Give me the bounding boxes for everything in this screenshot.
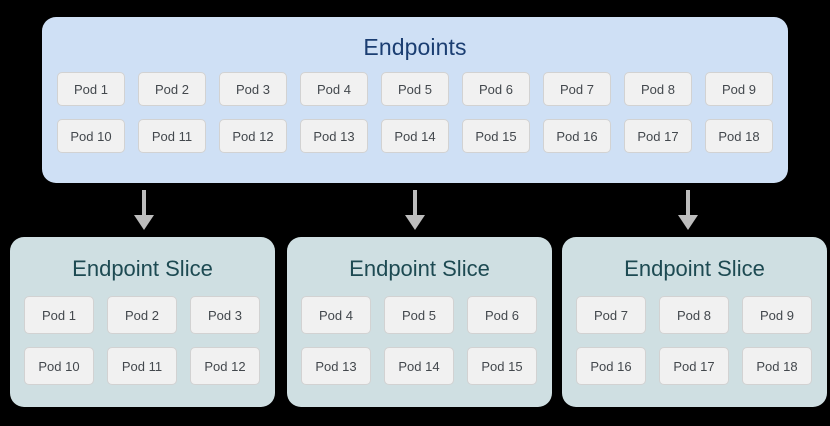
- endpoints-pod-row: Pod 1 Pod 2 Pod 3 Pod 4 Pod 5 Pod 6 Pod …: [57, 72, 773, 106]
- endpoint-slice-title: Endpoint Slice: [349, 256, 490, 281]
- arrow-down-icon: [132, 190, 156, 230]
- slice-pod-row: Pod 4 Pod 5 Pod 6: [301, 296, 538, 334]
- arrow-down-icon: [676, 190, 700, 230]
- slice-pod-row: Pod 1 Pod 2 Pod 3: [24, 296, 261, 334]
- pod-chip[interactable]: Pod 4: [301, 296, 371, 334]
- pod-chip[interactable]: Pod 18: [705, 119, 773, 153]
- arrow-shaft: [142, 190, 146, 217]
- pod-chip[interactable]: Pod 5: [381, 72, 449, 106]
- arrow-down-icon: [403, 190, 427, 230]
- pod-chip[interactable]: Pod 8: [659, 296, 729, 334]
- pod-chip[interactable]: Pod 10: [57, 119, 125, 153]
- endpoint-slice-title: Endpoint Slice: [72, 256, 213, 281]
- endpoint-slice-container-2: Endpoint Slice Pod 4 Pod 5 Pod 6 Pod 13 …: [287, 237, 552, 407]
- pod-chip[interactable]: Pod 12: [190, 347, 260, 385]
- endpoint-slice-container-3: Endpoint Slice Pod 7 Pod 8 Pod 9 Pod 16 …: [562, 237, 827, 407]
- endpoints-title: Endpoints: [363, 34, 467, 60]
- arrow-head: [134, 215, 154, 230]
- endpoint-slice-container-1: Endpoint Slice Pod 1 Pod 2 Pod 3 Pod 10 …: [10, 237, 275, 407]
- pod-chip[interactable]: Pod 6: [462, 72, 530, 106]
- endpoints-pod-row: Pod 10 Pod 11 Pod 12 Pod 13 Pod 14 Pod 1…: [57, 119, 773, 153]
- arrow-head: [678, 215, 698, 230]
- pod-chip[interactable]: Pod 3: [219, 72, 287, 106]
- pod-chip[interactable]: Pod 3: [190, 296, 260, 334]
- pod-chip[interactable]: Pod 12: [219, 119, 287, 153]
- pod-chip[interactable]: Pod 17: [624, 119, 692, 153]
- pod-chip[interactable]: Pod 2: [138, 72, 206, 106]
- endpoint-slice-title: Endpoint Slice: [624, 256, 765, 281]
- pod-chip[interactable]: Pod 7: [543, 72, 611, 106]
- slice-pod-grid: Pod 4 Pod 5 Pod 6 Pod 13 Pod 14 Pod 15: [301, 296, 538, 398]
- slice-pod-grid: Pod 7 Pod 8 Pod 9 Pod 16 Pod 17 Pod 18: [576, 296, 813, 398]
- pod-chip[interactable]: Pod 13: [301, 347, 371, 385]
- pod-chip[interactable]: Pod 11: [138, 119, 206, 153]
- pod-chip[interactable]: Pod 15: [467, 347, 537, 385]
- pod-chip[interactable]: Pod 4: [300, 72, 368, 106]
- pod-chip[interactable]: Pod 16: [576, 347, 646, 385]
- slice-pod-row: Pod 10 Pod 11 Pod 12: [24, 347, 261, 385]
- pod-chip[interactable]: Pod 13: [300, 119, 368, 153]
- pod-chip[interactable]: Pod 16: [543, 119, 611, 153]
- pod-chip[interactable]: Pod 14: [384, 347, 454, 385]
- pod-chip[interactable]: Pod 15: [462, 119, 530, 153]
- pod-chip[interactable]: Pod 2: [107, 296, 177, 334]
- pod-chip[interactable]: Pod 7: [576, 296, 646, 334]
- pod-chip[interactable]: Pod 8: [624, 72, 692, 106]
- pod-chip[interactable]: Pod 9: [705, 72, 773, 106]
- arrow-head: [405, 215, 425, 230]
- pod-chip[interactable]: Pod 11: [107, 347, 177, 385]
- endpoints-container: Endpoints Pod 1 Pod 2 Pod 3 Pod 4 Pod 5 …: [42, 17, 788, 183]
- slice-pod-row: Pod 13 Pod 14 Pod 15: [301, 347, 538, 385]
- endpoints-pod-grid: Pod 1 Pod 2 Pod 3 Pod 4 Pod 5 Pod 6 Pod …: [57, 72, 773, 166]
- pod-chip[interactable]: Pod 18: [742, 347, 812, 385]
- pod-chip[interactable]: Pod 1: [24, 296, 94, 334]
- pod-chip[interactable]: Pod 10: [24, 347, 94, 385]
- slice-pod-row: Pod 16 Pod 17 Pod 18: [576, 347, 813, 385]
- slice-pod-row: Pod 7 Pod 8 Pod 9: [576, 296, 813, 334]
- slice-pod-grid: Pod 1 Pod 2 Pod 3 Pod 10 Pod 11 Pod 12: [24, 296, 261, 398]
- pod-chip[interactable]: Pod 17: [659, 347, 729, 385]
- pod-chip[interactable]: Pod 5: [384, 296, 454, 334]
- pod-chip[interactable]: Pod 14: [381, 119, 449, 153]
- arrow-shaft: [413, 190, 417, 217]
- pod-chip[interactable]: Pod 1: [57, 72, 125, 106]
- pod-chip[interactable]: Pod 9: [742, 296, 812, 334]
- arrow-shaft: [686, 190, 690, 217]
- pod-chip[interactable]: Pod 6: [467, 296, 537, 334]
